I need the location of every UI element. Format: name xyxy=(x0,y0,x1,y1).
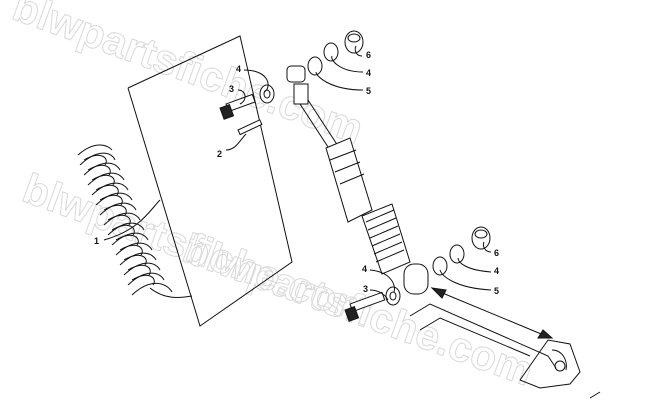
callout-4-top-left: 4 xyxy=(236,64,241,74)
callout-2: 2 xyxy=(217,149,222,159)
shock-bottom-eye xyxy=(403,263,429,295)
washer-bottom-right xyxy=(449,244,465,264)
shock-top-eye xyxy=(286,65,306,83)
callout-6-top: 6 xyxy=(366,50,371,60)
shock-adjuster-collar xyxy=(361,203,411,275)
callout-6-bottom: 6 xyxy=(494,248,499,258)
bottom-hardware xyxy=(344,226,491,322)
a-arm xyxy=(409,303,601,399)
callout-5-bottom: 5 xyxy=(494,286,499,296)
callout-3-top: 3 xyxy=(229,84,234,94)
watermark-top: blwpartsfiche.com xyxy=(7,0,370,153)
callout-4-bottom-left: 4 xyxy=(362,264,367,274)
callouts: 1 2 3 3 4 4 4 4 5 5 6 6 xyxy=(94,50,499,296)
callout-3-bottom: 3 xyxy=(363,284,368,294)
callout-4-bottom-right: 4 xyxy=(494,266,499,276)
pin-2 xyxy=(237,119,263,136)
callout-4-top-right: 4 xyxy=(366,68,371,78)
coil-spring xyxy=(77,144,193,299)
leader-lines xyxy=(103,45,492,301)
assembly-arrow xyxy=(430,287,554,339)
spring-frame xyxy=(127,35,293,327)
watermark-group: blwpartsfiche.com blwpartsfiche.com blwp… xyxy=(6,0,540,395)
callout-1: 1 xyxy=(94,236,99,246)
washer-top-right xyxy=(323,42,339,62)
top-hardware xyxy=(219,30,364,136)
spacer-bottom-5 xyxy=(432,256,448,276)
shock-absorber xyxy=(286,65,429,295)
shock-top-mount xyxy=(293,83,309,105)
callout-5-top: 5 xyxy=(366,86,371,96)
spacer-top-5 xyxy=(307,56,323,76)
